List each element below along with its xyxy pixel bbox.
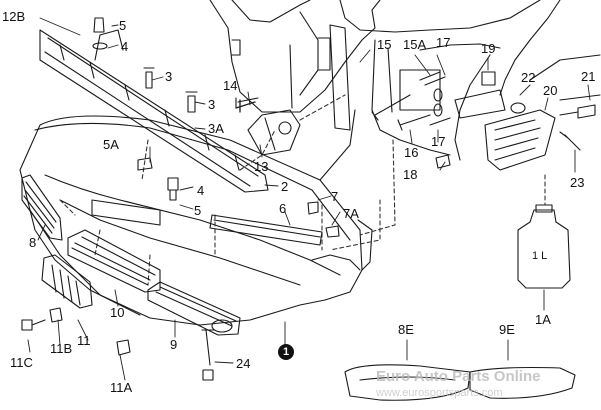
label-11: 11 xyxy=(77,333,91,348)
body-bracket xyxy=(399,69,441,111)
label-15A: 15A xyxy=(403,37,427,52)
cover-8E xyxy=(344,364,471,401)
label-21: 21 xyxy=(581,69,596,84)
label-17-top: 17 xyxy=(436,35,451,50)
label-15: 15 xyxy=(377,37,392,52)
label-3-lower: 3 xyxy=(208,97,216,112)
label-7: 7 xyxy=(331,189,339,204)
label-1A: 1A xyxy=(535,312,551,327)
label-8: 8 xyxy=(29,235,37,250)
absorber-strip xyxy=(209,214,323,246)
label-11C: 11C xyxy=(10,355,33,370)
label-3A: 3A xyxy=(208,121,224,136)
fasteners xyxy=(21,17,596,381)
bar-bracket xyxy=(94,29,124,61)
cover-9E xyxy=(469,366,576,399)
label-2: 2 xyxy=(281,179,289,194)
label-11B: 11B xyxy=(50,341,73,356)
vehicle-body-outline xyxy=(209,0,601,161)
reinforcement-bar xyxy=(39,29,269,193)
label-11A: 11A xyxy=(110,380,133,395)
label-4-top: 4 xyxy=(121,39,129,54)
label-20: 20 xyxy=(543,83,558,98)
label-6: 6 xyxy=(279,201,287,216)
label-17-lower: 17 xyxy=(431,134,446,149)
callout-badge-1: 1 xyxy=(278,344,294,360)
callout-lines xyxy=(27,17,591,381)
leader-lines xyxy=(59,94,546,286)
bumper-cover xyxy=(19,109,373,326)
watermark: Euro Auto Parts Online www.eurosportspar… xyxy=(376,368,598,406)
label-4-lower: 4 xyxy=(197,183,205,198)
label-13: 13 xyxy=(254,159,269,174)
plate-mount xyxy=(91,199,161,226)
label-5A: 5A xyxy=(103,137,119,152)
grille-lower xyxy=(147,281,241,336)
label-3-upper: 3 xyxy=(165,69,173,84)
grille-side xyxy=(41,254,93,309)
grille-center xyxy=(67,229,161,293)
mount-bracket xyxy=(235,99,301,156)
label-8E: 8E xyxy=(398,322,414,337)
watermark-line2: www.eurosportsparts.com xyxy=(376,387,503,399)
label-10: 10 xyxy=(110,305,125,320)
label-23: 23 xyxy=(570,175,585,190)
fluid-bottle xyxy=(517,204,571,289)
grille-left xyxy=(21,174,63,241)
label-9E: 9E xyxy=(499,322,515,337)
label-7A: 7A xyxy=(343,206,359,221)
label-22: 22 xyxy=(521,70,536,85)
watermark-line1: Euro Auto Parts Online xyxy=(376,368,541,385)
label-24: 24 xyxy=(236,356,251,371)
label-16: 16 xyxy=(404,145,419,160)
side-bracket xyxy=(454,89,556,171)
label-18: 18 xyxy=(403,167,418,182)
label-5-top: 5 xyxy=(119,18,127,33)
label-19: 19 xyxy=(481,41,496,56)
label-14: 14 xyxy=(223,78,238,93)
label-12B: 12B xyxy=(2,9,26,24)
label-5-lower: 5 xyxy=(194,203,202,218)
label-9: 9 xyxy=(170,337,178,352)
bottle-label: 1 L xyxy=(532,250,548,262)
